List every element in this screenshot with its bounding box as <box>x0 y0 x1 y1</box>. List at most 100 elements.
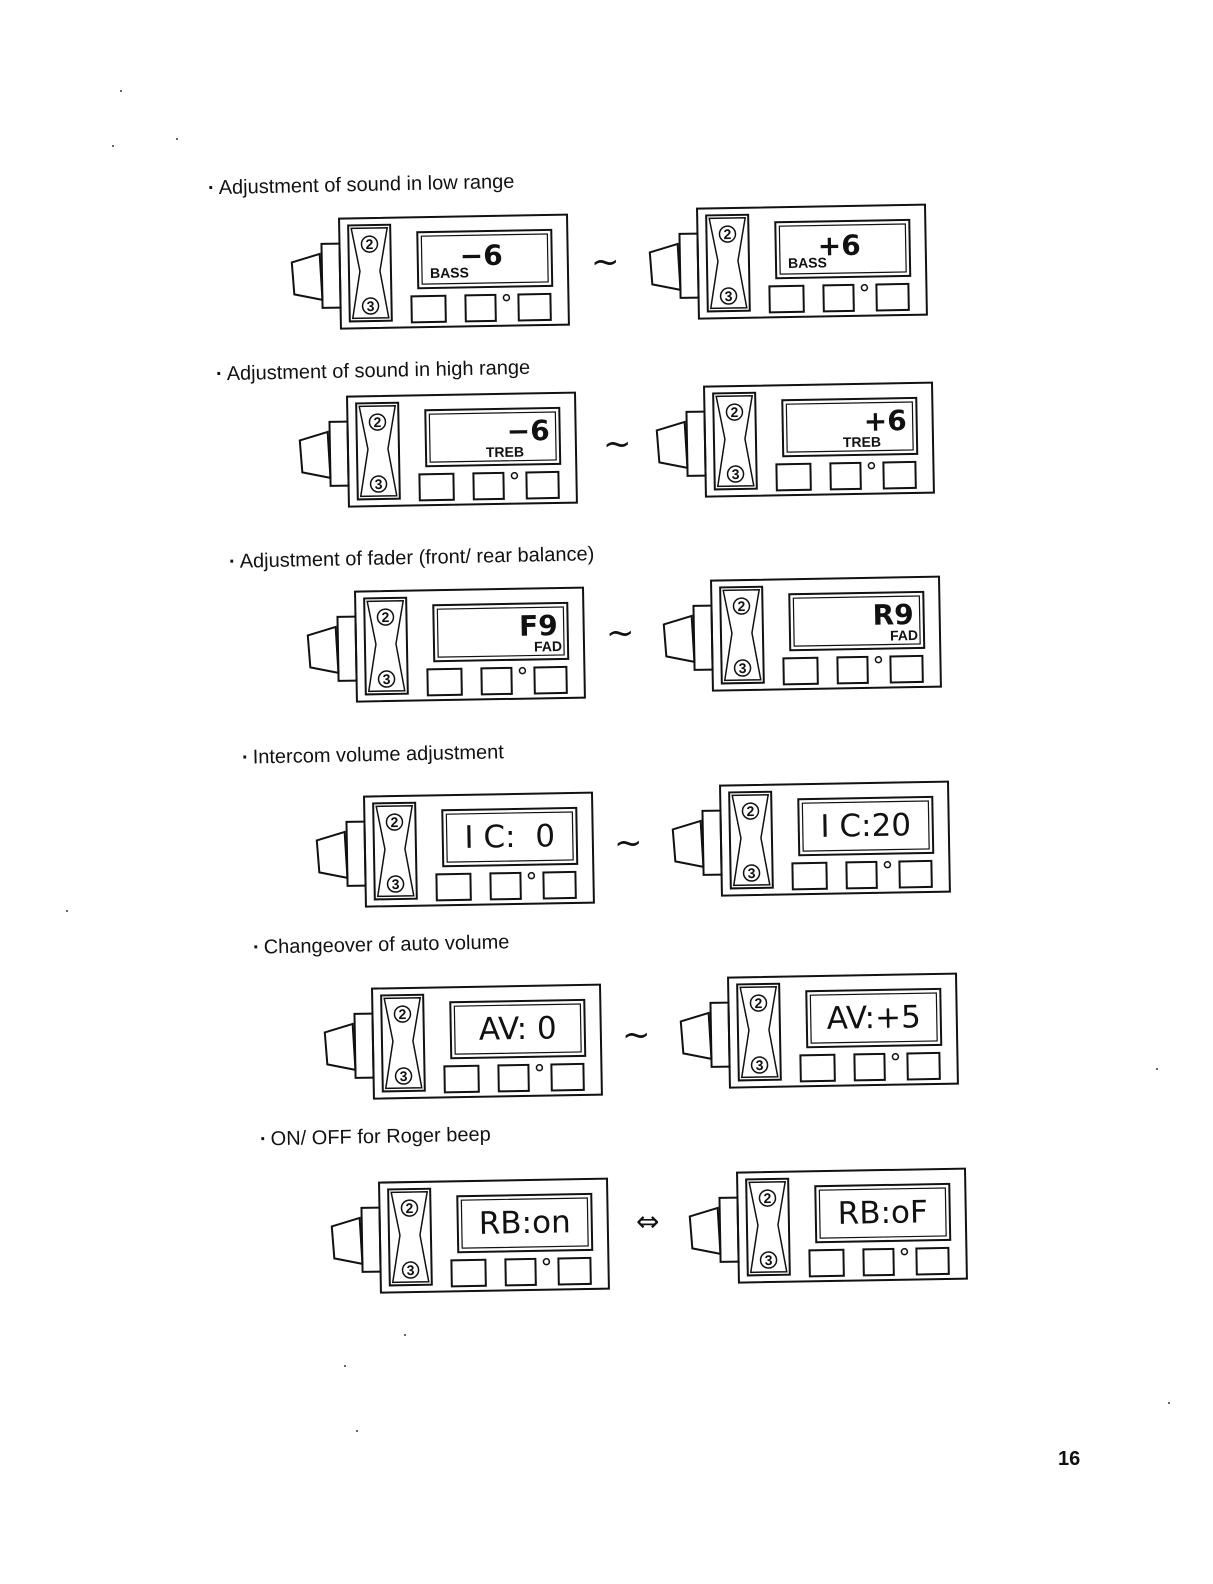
preset-button[interactable] <box>768 284 805 314</box>
lcd-value: +6 <box>863 404 907 438</box>
preset-button[interactable] <box>898 859 933 889</box>
rocker-hourglass <box>375 804 415 898</box>
rocker-upper-number: 2 <box>730 404 738 420</box>
preset-button[interactable] <box>845 860 878 890</box>
radio-housing <box>703 381 935 498</box>
knob-number-circle <box>401 1261 420 1279</box>
preset-button[interactable] <box>517 292 552 322</box>
preset-button[interactable] <box>915 1246 950 1276</box>
knob-shaft <box>345 820 367 887</box>
lcd-display-screen <box>801 800 930 852</box>
lcd-display-screen <box>809 992 938 1044</box>
rocker-hourglass <box>715 394 755 488</box>
preset-button[interactable] <box>418 472 455 502</box>
preset-button[interactable] <box>525 470 560 500</box>
radio-housing <box>696 203 928 320</box>
preset-button[interactable] <box>497 1063 530 1093</box>
preset-button[interactable] <box>542 870 577 900</box>
rocker-lower-number: 3 <box>392 876 400 892</box>
knob-shaft <box>709 1001 731 1068</box>
preset-button[interactable] <box>489 871 522 901</box>
preset-button[interactable] <box>443 1064 480 1094</box>
lcd-display-screen <box>792 595 921 647</box>
toggle-separator: ⇔ <box>636 1205 660 1238</box>
lcd-display-screen <box>420 233 549 285</box>
lcd-display-frame <box>781 396 919 458</box>
preset-button[interactable] <box>450 1258 487 1288</box>
radio-unit-drawing: 23I C: 0 <box>315 791 595 908</box>
preset-button[interactable] <box>862 1247 895 1277</box>
preset-button[interactable] <box>464 293 497 323</box>
rocker-hourglass <box>708 216 748 310</box>
preset-button[interactable] <box>782 656 819 686</box>
range-separator: ~ <box>603 424 632 464</box>
lcd-value: RB:oF <box>837 1194 928 1232</box>
preset-button[interactable] <box>875 282 910 312</box>
indicator-led <box>891 1052 900 1061</box>
preset-button[interactable] <box>906 1051 941 1081</box>
knob-number-circle <box>394 1067 413 1085</box>
rocker-lower-number: 3 <box>400 1068 408 1084</box>
rocker-upper-number: 2 <box>381 609 389 625</box>
knob-number-circle <box>742 864 761 882</box>
rocker-lower-number: 3 <box>732 466 740 482</box>
preset-button[interactable] <box>808 1248 845 1278</box>
preset-button[interactable] <box>836 655 869 685</box>
rocker-upper-number: 2 <box>754 995 762 1011</box>
preset-button[interactable] <box>822 283 855 313</box>
rocker-lower-number: 3 <box>748 865 756 881</box>
preset-button[interactable] <box>791 861 828 891</box>
lcd-display-screen <box>785 401 914 453</box>
rocker-upper-number: 2 <box>390 814 398 830</box>
preset-button[interactable] <box>533 665 568 695</box>
knob-shaft <box>336 615 358 682</box>
lcd-mode-label: BASS <box>788 254 827 271</box>
preset-button[interactable] <box>504 1257 537 1287</box>
preset-button[interactable] <box>889 654 924 684</box>
range-separator: ~ <box>606 613 635 653</box>
knob-number-circle <box>725 403 744 421</box>
section-title-bass: ·Adjustment of sound in low range <box>207 170 515 200</box>
preset-button[interactable] <box>435 872 472 902</box>
lcd-value: F9 <box>519 609 558 643</box>
section-title-fader: ·Adjustment of fader (front/ rear balanc… <box>228 543 595 573</box>
knob-number-circle <box>361 297 380 315</box>
preset-button[interactable] <box>410 294 447 324</box>
radio-housing <box>710 575 942 692</box>
rocker-hourglass <box>350 226 390 320</box>
section-title-treble: ·Adjustment of sound in high range <box>215 356 531 386</box>
lcd-mode-label: BASS <box>430 264 469 281</box>
lcd-display-screen <box>460 1197 589 1249</box>
knob-number-circle <box>393 1005 412 1023</box>
preset-button[interactable] <box>775 462 812 492</box>
scan-speck <box>120 90 122 92</box>
preset-button[interactable] <box>829 461 862 491</box>
scan-speck <box>1168 1402 1170 1404</box>
preset-button[interactable] <box>480 666 513 696</box>
volume-knob <box>671 819 705 869</box>
knob-shaft <box>685 410 707 477</box>
preset-button[interactable] <box>472 471 505 501</box>
preset-button[interactable] <box>426 667 463 697</box>
range-separator: ~ <box>614 823 643 863</box>
knob-number-circle <box>749 994 768 1012</box>
preset-button[interactable] <box>550 1062 585 1092</box>
preset-button[interactable] <box>557 1256 592 1286</box>
lcd-value: I C:20 <box>820 807 911 845</box>
preset-button[interactable] <box>882 460 917 490</box>
preset-button[interactable] <box>853 1052 886 1082</box>
lcd-display-frame <box>797 795 935 857</box>
rocker-switch <box>745 1177 791 1277</box>
indicator-led <box>860 283 869 292</box>
lcd-display-frame <box>788 590 926 652</box>
preset-button[interactable] <box>799 1053 836 1083</box>
lcd-display-frame <box>449 998 587 1060</box>
knob-number-circle <box>400 1199 419 1217</box>
scan-speck <box>66 910 68 912</box>
volume-knob <box>306 625 340 675</box>
